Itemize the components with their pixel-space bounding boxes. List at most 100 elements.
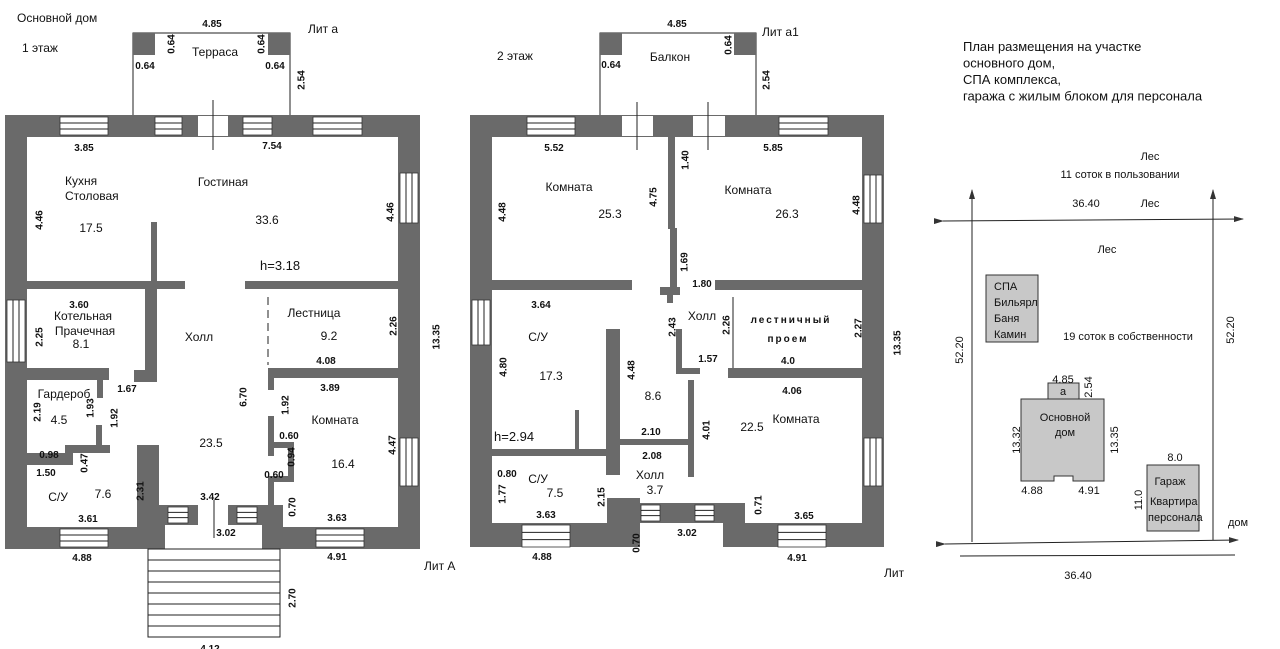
- dimension-label: 2.08: [642, 451, 662, 462]
- building-name: персонала: [1148, 512, 1204, 524]
- room-name: Столовая: [65, 189, 119, 203]
- site-title-line: гаража с жилым блоком для персонала: [963, 89, 1203, 104]
- dimension-label: 2.31: [136, 481, 147, 501]
- dimension-label: 1.92: [110, 408, 121, 428]
- dimension-label: 0.80: [497, 469, 517, 480]
- window: [777, 524, 827, 548]
- dimension-label: 6.70: [239, 387, 250, 407]
- spa-building-label: Камин: [994, 329, 1026, 341]
- wall: [600, 33, 622, 55]
- dimension-label: 2.25: [35, 327, 46, 347]
- wall: [151, 222, 157, 292]
- wall: [492, 280, 632, 290]
- dimension-label: 3.02: [216, 528, 236, 539]
- floor-label: 1 этаж: [22, 41, 58, 55]
- bottom-boundary-arrow: [935, 537, 1239, 548]
- annex-label: а: [1060, 386, 1067, 398]
- lit-label: Лит а1: [762, 25, 799, 39]
- dimension-label: 4.88: [1021, 485, 1042, 497]
- room-area: 33.6: [255, 213, 279, 227]
- width-dimension: 36.40: [1072, 198, 1100, 210]
- room-name: Холл: [636, 468, 664, 482]
- top-boundary-arrow: [933, 216, 1244, 225]
- window: [521, 524, 571, 548]
- dimension-label: 0.70: [288, 497, 299, 517]
- window: [694, 504, 715, 522]
- dimension-label: 0.70: [632, 533, 643, 553]
- dimension-label: 5.52: [544, 143, 564, 154]
- dimension-label: 1.80: [692, 279, 712, 290]
- room-name: Комната: [312, 413, 359, 427]
- lit-label: Лит А: [424, 559, 455, 573]
- dimension-label: 3.64: [531, 300, 551, 311]
- forest-label: Лес: [1141, 198, 1160, 210]
- dimension-label: 1.67: [117, 384, 137, 395]
- wall: [27, 368, 109, 380]
- wall: [268, 476, 274, 506]
- dimension-label: 1.92: [281, 395, 292, 415]
- window: [778, 116, 829, 136]
- neighbor-house-label: дом: [1228, 517, 1248, 529]
- wall: [27, 281, 185, 289]
- window: [526, 116, 576, 136]
- dimension-label: 3.85: [74, 143, 94, 154]
- room-area: 26.3: [775, 207, 799, 221]
- wall: [575, 410, 579, 450]
- floor-label: 2 этаж: [497, 49, 533, 63]
- wall: [667, 293, 673, 303]
- wall: [268, 368, 398, 378]
- window: [471, 299, 491, 346]
- window: [399, 172, 419, 224]
- dimension-label: 0.71: [754, 495, 765, 515]
- room-area: 3.7: [647, 483, 664, 497]
- dimension-label: 3.65: [794, 511, 814, 522]
- wall: [137, 445, 159, 527]
- window: [236, 506, 258, 524]
- dimension-label: 1.77: [498, 484, 509, 504]
- dimension-label: 4.91: [1078, 485, 1099, 497]
- dimension-label: 4.47: [388, 435, 399, 455]
- wall: [97, 380, 103, 398]
- garage-building: [1146, 464, 1200, 532]
- dimension-label: 4.01: [702, 420, 713, 440]
- room-name: Лестница: [288, 306, 341, 320]
- room-name: Терраса: [192, 45, 238, 59]
- room-name: С/У: [48, 490, 68, 504]
- room-name: С/У: [528, 472, 548, 486]
- dimension-label: 13.35: [432, 324, 443, 349]
- room-area: 7.5: [547, 486, 564, 500]
- dimension-label: 0.64: [724, 35, 735, 55]
- dimension-label: 3.61: [78, 514, 98, 525]
- site-title-line: основного дом,: [963, 56, 1055, 71]
- dimension-label: 2.54: [762, 70, 773, 90]
- room-area: 4.5: [51, 413, 68, 427]
- wall: [145, 289, 157, 382]
- floor1-title: Основной дом: [17, 11, 97, 25]
- dimension-label: 1.40: [681, 150, 692, 170]
- window: [863, 437, 883, 487]
- site-title-line: СПА комплекса,: [963, 72, 1061, 87]
- dimension-label: 4.85: [202, 19, 222, 30]
- room-name: Комната: [725, 183, 772, 197]
- room-name: лестничный: [751, 315, 832, 326]
- wall: [27, 453, 72, 465]
- wall: [288, 442, 294, 482]
- width-dimension: 36.40: [1064, 570, 1092, 582]
- dimension-label: 0.47: [80, 453, 91, 473]
- window: [59, 116, 109, 136]
- wall: [688, 380, 694, 477]
- floor-2-plan: [470, 32, 884, 548]
- dimension-label: 4.91: [327, 552, 347, 563]
- dimension-label: 4.80: [499, 357, 510, 377]
- room-name: Балкон: [650, 50, 690, 64]
- dimension-label: 4.48: [627, 360, 638, 380]
- dimension-label: 13.32: [1011, 426, 1023, 454]
- window: [59, 528, 109, 548]
- room-area: 25.3: [598, 207, 622, 221]
- wall: [268, 416, 274, 456]
- dimension-label: 2.27: [854, 318, 865, 338]
- floor-1-plan: [5, 32, 420, 638]
- room-area: 22.5: [740, 420, 764, 434]
- room-name: Гардероб: [38, 387, 91, 401]
- room-area: 17.5: [79, 221, 103, 235]
